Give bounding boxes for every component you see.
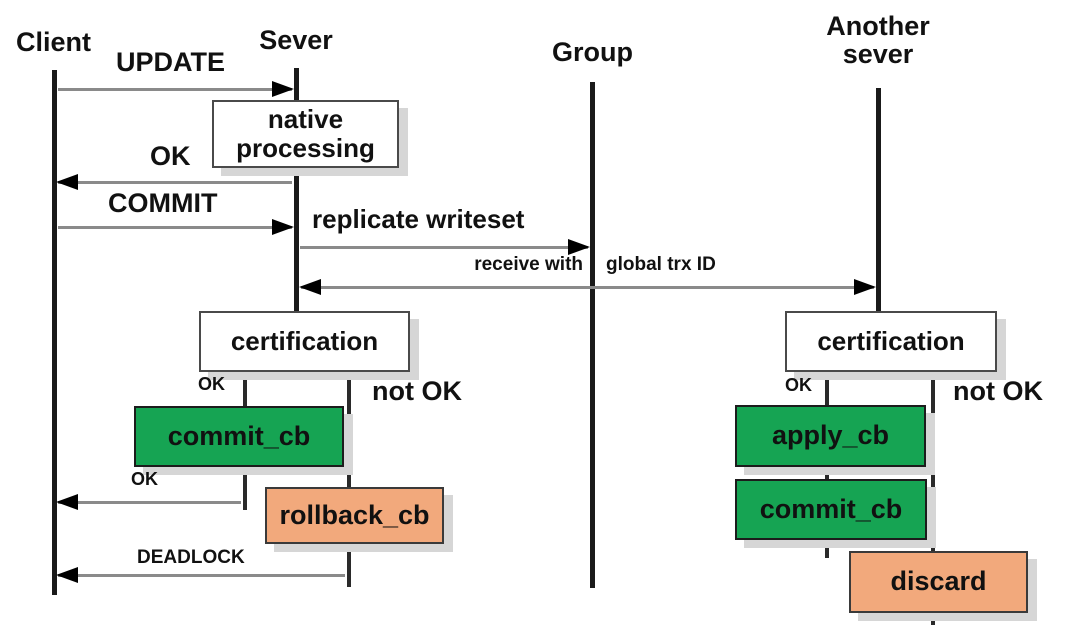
branch-line-server-not-ok [347, 368, 351, 587]
message-label-deadlock: DEADLOCK [137, 547, 245, 568]
arrow-shaft [58, 501, 241, 504]
arrowhead-right-icon [854, 279, 876, 295]
branch-label-ok-right: OK [785, 375, 812, 395]
arrowhead-left-icon [299, 279, 321, 295]
actor-label-group: Group [552, 37, 633, 67]
arrow-ok-ack [56, 494, 243, 510]
arrowhead-left-icon [56, 567, 78, 583]
arrowhead-right-icon [568, 239, 590, 255]
message-label-global-trx-id: global trx ID [606, 254, 716, 275]
arrowhead-right-icon [272, 81, 294, 97]
commit-cb-box-server: commit_cb [134, 406, 344, 467]
message-label-ok-ack: OK [131, 469, 158, 489]
commit-cb-box-another: commit_cb [735, 479, 927, 540]
arrow-ok-reply [56, 174, 294, 190]
arrowhead-left-icon [56, 494, 78, 510]
lifeline-server [294, 68, 299, 311]
branch-label-not-ok-left: not OK [372, 376, 462, 406]
arrow-deadlock [56, 567, 347, 583]
actor-label-another-server: Another sever [826, 11, 930, 70]
discard-box: discard [849, 551, 1028, 613]
rollback-cb-box: rollback_cb [265, 487, 444, 544]
message-label-commit: COMMIT [108, 188, 218, 218]
lifeline-group [590, 82, 595, 588]
actor-label-client: Client [15, 27, 91, 57]
arrow-global-trx-id [299, 279, 876, 295]
arrow-shaft [58, 226, 292, 229]
native-processing-box: native processing [212, 100, 399, 168]
message-label-update: UPDATE [116, 47, 226, 77]
arrow-shaft [58, 181, 292, 184]
branch-label-ok-left: OK [198, 374, 225, 394]
arrow-shaft [301, 286, 874, 289]
message-label-replicate-writeset: replicate writeset [312, 204, 525, 234]
arrow-shaft [58, 574, 345, 577]
arrowhead-left-icon [56, 174, 78, 190]
arrow-commit [56, 219, 294, 235]
arrow-update [56, 81, 294, 97]
arrow-shaft [300, 246, 588, 249]
certification-box-another: certification [785, 311, 997, 372]
message-label-ok-reply: OK [150, 141, 191, 171]
lifeline-client [52, 70, 57, 595]
arrow-replicate-writeset [298, 239, 590, 255]
arrowhead-right-icon [272, 219, 294, 235]
apply-cb-box: apply_cb [735, 405, 926, 467]
lifeline-another-server [876, 88, 881, 311]
actor-label-server: Sever [259, 25, 333, 55]
message-label-receive-with: receive with [474, 254, 583, 275]
arrow-shaft [58, 88, 292, 91]
certification-box-server: certification [199, 311, 410, 372]
branch-line-another-not-ok [931, 368, 935, 625]
branch-label-not-ok-right: not OK [953, 376, 1043, 406]
